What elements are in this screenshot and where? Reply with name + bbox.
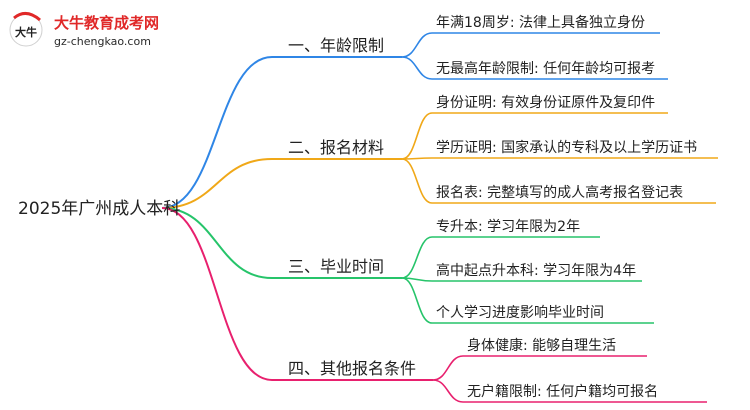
branch-3-item-1-connector: [401, 236, 433, 279]
branch-4-item-1-connector: [432, 355, 464, 381]
branch-2-label: 二、报名材料: [288, 138, 384, 157]
site-name: 大牛教育成考网: [54, 14, 159, 32]
branch-1-item-1-label: 年满18周岁: 法律上具备独立身份: [436, 14, 645, 31]
branch-1-item-2-connector: [401, 56, 433, 80]
site-logo: 大牛 大牛教育成考网 gz-chengkao.com: [9, 12, 159, 48]
branch-3-connector: [161, 207, 273, 279]
logo-icon: 大牛: [9, 12, 43, 47]
branch-4-item-2-label: 无户籍限制: 任何户籍均可报名: [467, 383, 658, 400]
branch-4-item-2-connector: [432, 379, 464, 403]
branch-4-connector: [161, 207, 273, 381]
site-url: gz-chengkao.com: [54, 35, 151, 48]
logo-icon-glyph: 大牛: [15, 25, 37, 39]
branch-2-item-3-connector: [401, 158, 433, 204]
root-node-label: 2025年广州成人本科: [18, 199, 180, 219]
branch-2-connector: [161, 158, 273, 209]
branch-3-item-2-label: 高中起点升本科: 学习年限为4年: [436, 262, 636, 279]
mind-map-nodes: 2025年广州成人本科 一、年龄限制 年满18周岁: 法律上具备独立身份无最高年龄限…: [18, 14, 697, 400]
branch-4-label: 四、其他报名条件: [288, 359, 416, 378]
branch-1-connector: [161, 56, 273, 209]
branch-4-item-1-label: 身体健康: 能够自理生活: [467, 337, 616, 354]
branch-2-item-2-label: 学历证明: 国家承认的专科及以上学历证书: [436, 139, 697, 156]
branch-3-item-3-connector: [401, 277, 433, 324]
branch-2-item-1-connector: [401, 112, 433, 160]
branch-3-item-1-label: 专升本: 学习年限为2年: [436, 219, 580, 235]
branch-3-label: 三、毕业时间: [288, 257, 384, 276]
branch-1-label: 一、年龄限制: [288, 36, 384, 55]
branch-3-item-3-label: 个人学习进度影响毕业时间: [436, 305, 604, 321]
mind-map-links: [161, 32, 718, 403]
branch-1-item-2-label: 无最高年龄限制: 任何年龄均可报考: [436, 60, 655, 77]
branch-1-item-1-connector: [401, 32, 433, 58]
branch-2-item-3-label: 报名表: 完整填写的成人高考报名登记表: [436, 184, 683, 201]
branch-2-item-1-label: 身份证明: 有效身份证原件及复印件: [436, 94, 655, 111]
